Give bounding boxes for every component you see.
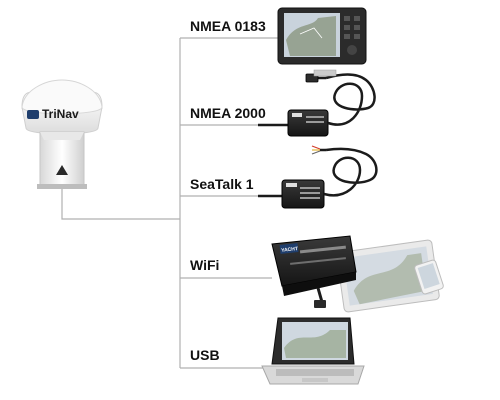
label-nmea2000: NMEA 2000 <box>190 105 266 121</box>
laptop-device <box>261 317 365 385</box>
connector-lines <box>61 37 290 369</box>
label-nmea0183: NMEA 0183 <box>190 18 266 34</box>
label-wifi: WiFi <box>190 257 220 273</box>
label-seatalk1: SeaTalk 1 <box>190 176 254 192</box>
logo-badge-icon <box>27 110 39 119</box>
warning-triangle-icon <box>56 165 68 175</box>
seatalk-device <box>258 145 378 209</box>
nmea2000-device <box>258 69 376 137</box>
antenna-brand-label: TriNav <box>42 107 79 121</box>
gps-antenna <box>21 79 103 189</box>
wifi-device-badge: YACHT <box>281 246 298 254</box>
chartplotter-device <box>277 7 367 65</box>
antenna-cable-line <box>61 188 180 220</box>
wifi-device-group: YACHT <box>271 235 444 313</box>
label-usb: USB <box>190 347 220 363</box>
